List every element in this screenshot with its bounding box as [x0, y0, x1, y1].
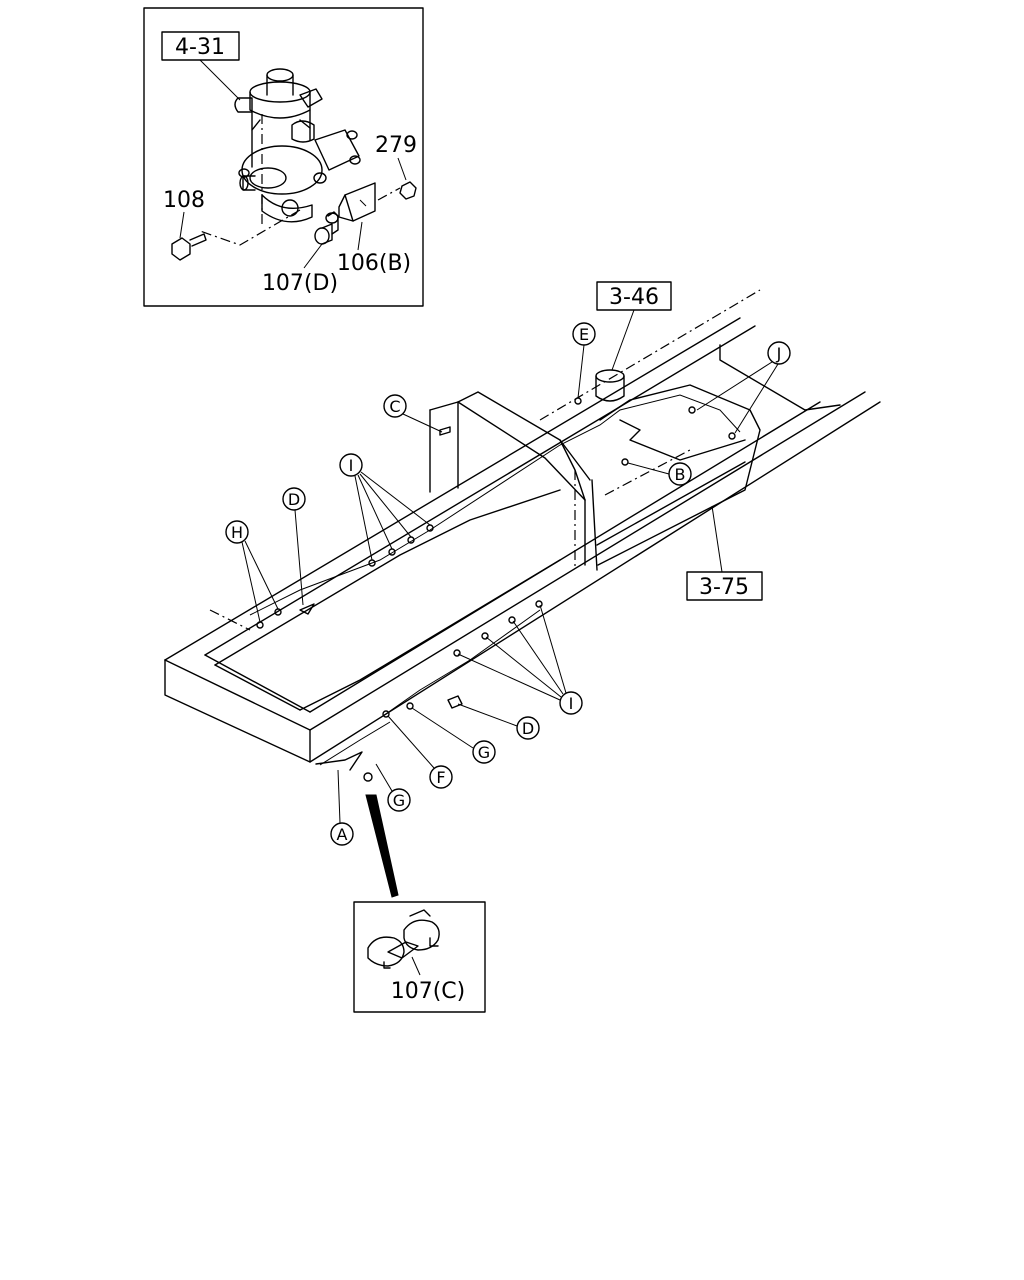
marker-G-left-label: G [393, 791, 405, 810]
part-label-106b: 106(B) [337, 251, 411, 276]
marker-F-label: F [436, 768, 445, 787]
inset-valve-assembly: 4-31 [143, 7, 424, 307]
marker-I-lower[interactable]: I [559, 691, 583, 715]
part-label-107c: 107(C) [391, 979, 466, 1004]
ref-label-4-31: 4-31 [175, 35, 225, 60]
marker-F[interactable]: F [429, 765, 453, 789]
marker-G-left[interactable]: G [387, 788, 411, 812]
nut-279-drawing [399, 181, 417, 200]
ref-box-4-31[interactable]: 4-31 [161, 31, 240, 61]
marker-E[interactable]: E [572, 322, 596, 346]
marker-G-right-label: G [478, 743, 490, 762]
part-label-279: 279 [375, 133, 417, 158]
clip-marks [256, 397, 736, 782]
marker-H-label: H [231, 523, 243, 542]
ref-box-3-46[interactable]: 3-46 [596, 281, 672, 311]
ref-label-3-75: 3-75 [699, 575, 749, 600]
marker-A[interactable]: A [330, 822, 354, 846]
part-label-108: 108 [163, 188, 205, 213]
bolt-108-drawing [171, 233, 207, 261]
marker-E-label: E [579, 325, 589, 344]
marker-B[interactable]: B [668, 462, 692, 486]
marker-D-lower[interactable]: D [516, 716, 540, 740]
clamp-107c-drawing [367, 909, 440, 969]
bushing-107d-drawing [314, 211, 339, 245]
marker-D-upper[interactable]: D [282, 487, 306, 511]
inset-frame-bottom [353, 901, 486, 1013]
marker-A-label: A [337, 825, 348, 844]
inset-frame-top [143, 7, 424, 307]
inset-clamp: 107(C) [353, 901, 486, 1013]
marker-I-upper[interactable]: I [339, 453, 363, 477]
marker-H[interactable]: H [225, 520, 249, 544]
chassis-frame-drawing [164, 289, 881, 898]
marker-C[interactable]: C [383, 394, 407, 418]
valve-body-drawing [234, 68, 361, 223]
marker-G-right[interactable]: G [472, 740, 496, 764]
marker-C-label: C [389, 397, 400, 416]
marker-J[interactable]: J [767, 341, 791, 365]
marker-B-label: B [675, 465, 686, 484]
marker-I-upper-label: I [349, 456, 354, 475]
part-label-107d: 107(D) [262, 271, 338, 296]
bracket-106b-drawing [338, 182, 376, 222]
marker-I-lower-label: I [569, 694, 574, 713]
marker-J-label: J [776, 344, 782, 363]
marker-D-upper-label: D [288, 490, 300, 509]
ref-box-3-75[interactable]: 3-75 [686, 571, 763, 601]
marker-D-lower-label: D [522, 719, 534, 738]
ref-label-3-46: 3-46 [609, 285, 659, 310]
